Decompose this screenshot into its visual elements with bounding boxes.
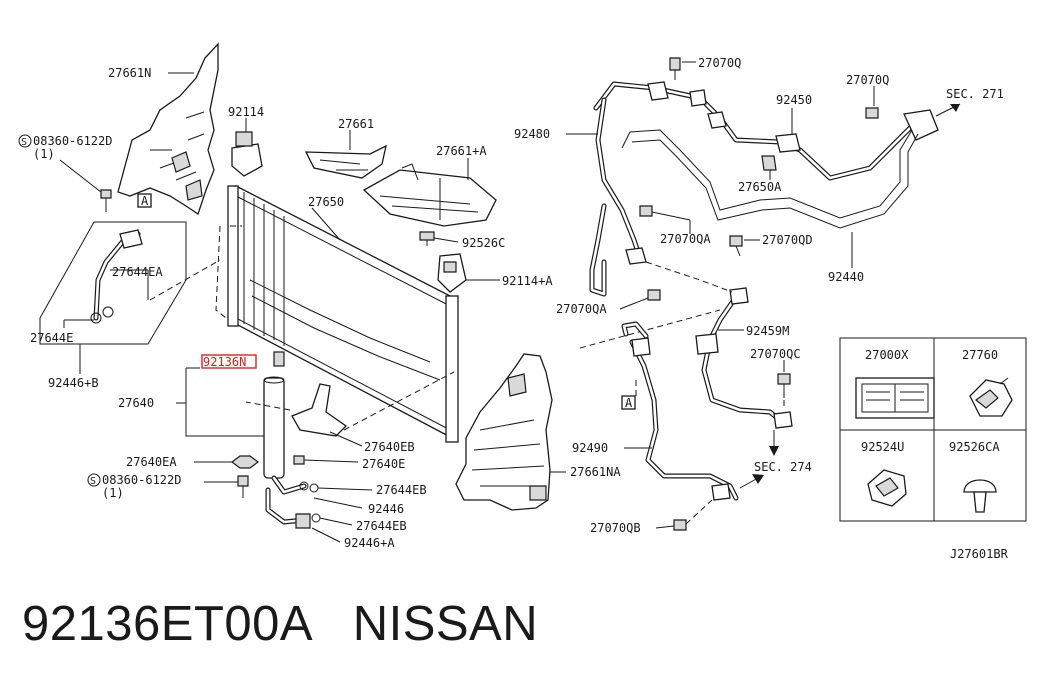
callout-27644E: 27644E <box>30 331 73 345</box>
air-guide-27661 <box>304 144 387 179</box>
callout-27640EA: 27640EA <box>126 455 177 469</box>
callout-92446A: 92446+A <box>344 536 395 550</box>
callout-92136N: 92136N <box>203 355 246 369</box>
sec-271: SEC. 271 <box>946 87 1004 101</box>
side-seal-lower <box>455 353 553 511</box>
sec-274: SEC. 274 <box>754 460 812 474</box>
callout-92526C: 92526C <box>462 236 505 250</box>
callout-27640EB: 27640EB <box>364 440 415 454</box>
bolt-icon <box>729 235 743 257</box>
part-number-caption: 92136ET00A NISSAN <box>22 597 539 651</box>
callout-08360-6122D-top: 08360-6122D <box>33 134 112 148</box>
bolt-icon <box>669 57 681 80</box>
callout-92114A: 92114+A <box>502 274 553 288</box>
callout-27661N: 27661N <box>108 66 151 80</box>
inset-cell-92524U: 92524U <box>861 440 904 454</box>
label-plate-icon <box>855 377 935 419</box>
bolt-icon <box>639 205 653 217</box>
pipe-92446 <box>265 475 321 529</box>
callout-27644EB-2: 27644EB <box>356 519 407 533</box>
callout-27070QC: 27070QC <box>750 347 801 361</box>
callout-27661: 27661 <box>338 117 374 131</box>
callout-27644EA: 27644EA <box>112 265 163 279</box>
callout-92114: 92114 <box>228 105 264 119</box>
bolt-icon <box>673 519 687 531</box>
callout-92446B: 92446+B <box>48 376 99 390</box>
inset-table <box>839 337 1027 522</box>
clip-icon <box>419 231 435 246</box>
detail-a-frame <box>39 221 221 345</box>
callout-92490: 92490 <box>572 441 608 455</box>
diagram-code: J27601BR <box>950 547 1009 561</box>
condenser-core <box>227 184 459 443</box>
hose-loop <box>589 203 607 297</box>
highlight-box <box>201 354 257 369</box>
air-guide-27661A <box>362 163 497 227</box>
callout-27640: 27640 <box>118 396 154 410</box>
hose-92459M <box>695 287 793 429</box>
callout-08360-qty-bottom: (1) <box>102 486 124 500</box>
bolt-icon <box>293 455 305 465</box>
pipe-92440 <box>621 129 919 229</box>
callout-92480: 92480 <box>514 127 550 141</box>
parts-diagram: 27661N S 08360-6122D (1) A 27644EA 27644… <box>18 42 1027 561</box>
callout-27661NA: 27661NA <box>570 465 621 479</box>
drier-bracket <box>291 383 348 437</box>
callout-92440: 92440 <box>828 270 864 284</box>
bolt-icon <box>865 107 879 119</box>
side-seal-upper <box>117 42 219 216</box>
callout-92450: 92450 <box>776 93 812 107</box>
bolt-icon <box>237 475 249 498</box>
clip-27650A <box>761 155 777 171</box>
callout-27650: 27650 <box>308 195 344 209</box>
callout-27070QB: 27070QB <box>590 521 641 535</box>
inset-cell-27760: 27760 <box>962 348 998 362</box>
callout-27650A: 27650A <box>738 180 782 194</box>
bracket-92114A <box>437 253 467 293</box>
callout-08360-6122D-bottom: 08360-6122D <box>102 473 181 487</box>
pipe-92480 <box>595 97 647 265</box>
callout-27640E: 27640E <box>362 457 405 471</box>
sensor-clip-icon <box>867 469 907 507</box>
callout-27070QA-1: 27070QA <box>660 232 711 246</box>
callout-27661A: 27661+A <box>436 144 487 158</box>
drier-cap <box>273 351 285 367</box>
callout-27070Q-1: 27070Q <box>698 56 741 70</box>
bracket-92114 <box>231 131 263 177</box>
callout-92459M: 92459M <box>746 324 789 338</box>
pipe-92450 <box>593 81 939 181</box>
callout-27070Q-2: 27070Q <box>846 73 889 87</box>
ref-a-right: A <box>625 396 633 410</box>
svg-text:S: S <box>21 137 27 148</box>
callout-08360-qty-top: (1) <box>33 147 55 161</box>
pipe-92490 <box>621 321 739 501</box>
washer-27640EA <box>231 455 259 469</box>
bolt-icon <box>647 289 661 301</box>
push-clip-icon <box>963 479 997 513</box>
svg-text:S: S <box>90 476 96 487</box>
inset-cell-27000X: 27000X <box>865 348 909 362</box>
pressure-switch-icon <box>969 377 1013 417</box>
bolt-icon <box>777 373 791 398</box>
inset-cell-92526CA: 92526CA <box>949 440 1000 454</box>
callout-27070QD: 27070QD <box>762 233 813 247</box>
receiver-drier-tank <box>263 376 285 479</box>
ref-a-left: A <box>141 194 149 208</box>
callout-27644EB-1: 27644EB <box>376 483 427 497</box>
bolt-icon <box>100 189 112 212</box>
callout-27070QA-2: 27070QA <box>556 302 607 316</box>
callout-92446: 92446 <box>368 502 404 516</box>
